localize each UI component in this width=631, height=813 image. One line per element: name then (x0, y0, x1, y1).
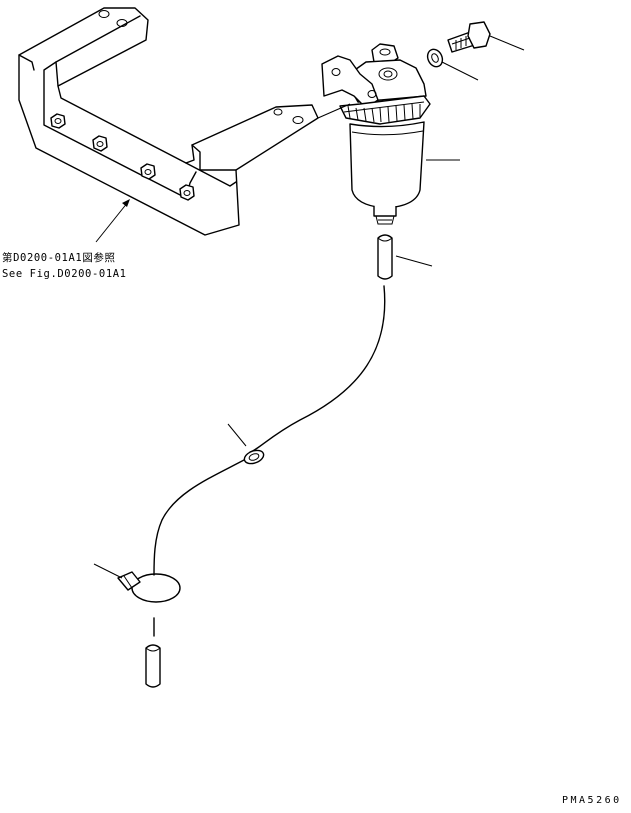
leader-hose (395, 255, 433, 267)
reference-text-japanese: 第D0200-01A1図参照 (2, 252, 116, 264)
bracket (18, 7, 319, 236)
nut (140, 163, 156, 180)
leader-clamp (227, 423, 247, 447)
leader-bolt (489, 35, 525, 51)
nut (92, 135, 108, 152)
nut (179, 184, 195, 201)
washer (426, 48, 444, 68)
band (117, 571, 181, 603)
tube-line (153, 285, 386, 637)
nut (50, 113, 66, 129)
fuel-filter (321, 43, 431, 225)
hose (377, 234, 393, 280)
reference-text-english: See Fig.D0200-01A1 (2, 268, 127, 280)
leader-washer (441, 61, 479, 81)
leader-band (93, 563, 123, 579)
leader-bracket-mount (317, 103, 351, 119)
clamp (243, 449, 265, 465)
tube-end (145, 644, 161, 688)
drawing-code: PMA5260 (562, 795, 622, 806)
bolt (447, 21, 491, 53)
bracket-nuts (50, 113, 195, 201)
reference-arrow (95, 199, 130, 243)
